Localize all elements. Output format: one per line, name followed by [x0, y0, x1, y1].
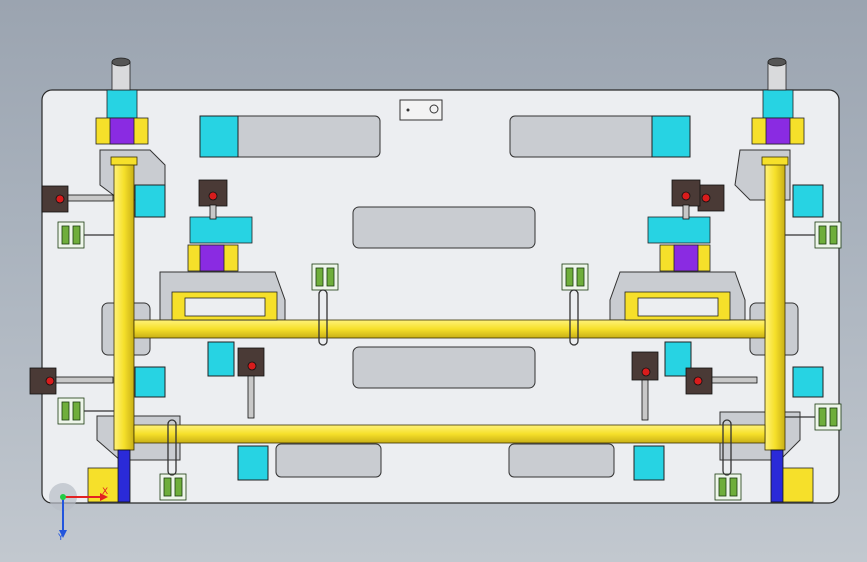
frame-lower-beam	[133, 424, 766, 444]
clamp-left-upper	[41, 185, 114, 213]
frame-left-rail	[113, 159, 135, 451]
pocket-bottom-left	[275, 443, 382, 478]
locator-top-left-purple	[109, 117, 135, 145]
support-posts	[117, 449, 784, 503]
top-locators	[95, 89, 805, 145]
pocket-mid-upper	[352, 206, 536, 249]
pocket-bottom-right	[508, 443, 615, 478]
inner-locators	[187, 216, 711, 272]
toggle-clamps	[29, 179, 758, 421]
bracket-right-b	[814, 403, 842, 431]
fixture-frame	[110, 156, 789, 451]
inner-left-purple	[199, 244, 225, 272]
nameplate	[399, 99, 443, 121]
locator-top-right-cyan	[762, 89, 794, 119]
pad-bottom-left	[237, 445, 269, 481]
pad-right-a	[792, 184, 824, 218]
clamp-right-lower	[685, 367, 758, 395]
coordinate-triad: X Y	[49, 483, 108, 543]
bracket-bottom-left	[159, 473, 187, 501]
frame-right-cap	[761, 156, 789, 166]
inner-right-purple	[673, 244, 699, 272]
locator-pads	[134, 115, 824, 481]
clamp-inner-left-top	[198, 179, 228, 220]
clamp-inner-right-top	[671, 179, 701, 220]
nest-brackets	[171, 291, 731, 321]
post-left	[117, 449, 131, 503]
pad-right-b	[792, 366, 824, 398]
link-rods	[84, 234, 815, 476]
pad-top-right	[651, 115, 691, 158]
frame-upper-beam	[133, 319, 766, 339]
bracket-center-left	[311, 263, 339, 291]
pin-cylinders	[111, 57, 787, 91]
bottom-corner-blocks	[87, 467, 814, 503]
triad-y-label: Y	[57, 533, 64, 543]
pad-left-a	[134, 184, 166, 218]
frame-right-rail	[764, 159, 786, 451]
pad-top-left	[199, 115, 239, 158]
bracket-center-right	[561, 263, 589, 291]
pocket-mid-lower	[352, 346, 536, 389]
frame-left-cap	[110, 156, 138, 166]
post-right	[770, 449, 784, 503]
pad-mid-left	[207, 341, 235, 377]
inner-right-cyan	[647, 216, 711, 244]
bracket-left-b	[57, 397, 85, 425]
clamp-mid-right	[631, 351, 659, 421]
locator-top-right-purple	[765, 117, 791, 145]
pad-bottom-right	[633, 445, 665, 481]
inner-left-cyan	[189, 216, 253, 244]
bracket-left-a	[57, 221, 85, 249]
clamp-mid-left	[237, 347, 265, 419]
bracket-right-a	[814, 221, 842, 249]
clamp-left-lower	[29, 367, 114, 395]
base-plate	[41, 89, 840, 504]
pad-left-b	[134, 366, 166, 398]
locator-top-left-cyan	[106, 89, 138, 119]
bracket-bottom-right	[714, 473, 742, 501]
triad-x-label: X	[102, 487, 108, 497]
corner-block-right	[782, 467, 814, 503]
